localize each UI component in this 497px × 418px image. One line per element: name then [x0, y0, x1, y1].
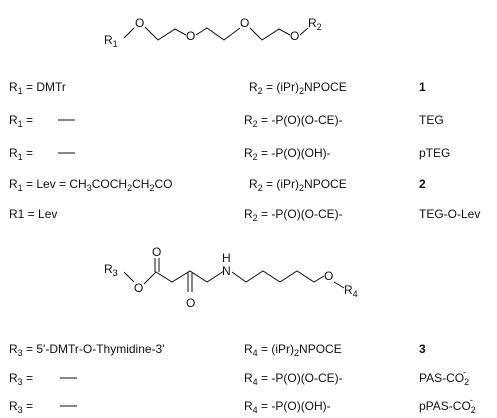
ether-oxygen: O — [324, 269, 333, 283]
bond — [123, 271, 135, 283]
pas-r3-label: R3 — [104, 262, 118, 278]
bond-chain — [249, 27, 291, 41]
bond-chain — [144, 26, 187, 41]
compound-label: TEG-O-Lev — [419, 207, 480, 221]
r2-definition: R2 = -P(O)(O-CE)- — [244, 207, 343, 223]
table-row: R3 = R4 = -P(O)(OH)- pPAS-CO2- — [9, 395, 476, 415]
compound-label: pPAS-CO2- — [419, 395, 476, 415]
oxygen-atom-1: O — [135, 16, 144, 30]
bond — [299, 27, 309, 36]
compound-label: 2 — [419, 177, 426, 191]
r1-definition: R1 = Lev — [9, 207, 57, 221]
teg-structure: R1 O O O O R2 — [104, 16, 322, 49]
bond-chain — [231, 270, 325, 283]
r4-definition: R4 = (iPr)2NPOCE — [244, 342, 342, 358]
table-row: R3 = 5'-DMTr-O-Thymidine-3' R4 = (iPr)2N… — [9, 342, 426, 358]
r3-definition: R3 = 5'-DMTr-O-Thymidine-3' — [9, 342, 165, 358]
r2-definition: R2 = -P(O)(O-CE)- — [244, 113, 343, 129]
r1-definition: R1 = Lev = CH3COCH2CH2CO — [9, 177, 172, 193]
bond-chain — [195, 27, 241, 41]
r2-definition: R2 = (iPr)2NPOCE — [249, 80, 347, 96]
compound-label: 1 — [419, 80, 426, 94]
amide-hydrogen: H — [222, 251, 231, 265]
bond — [333, 281, 345, 289]
r2-definition: R2 = -P(O)(OH)- — [244, 146, 331, 162]
r1-definition: R1 = DMTr — [9, 80, 66, 96]
table-row: R1 = Lev = CH3COCH2CH2CO R2 = (iPr)2NPOC… — [9, 177, 426, 193]
carbonyl-oxygen-1: O — [152, 245, 161, 259]
table-row: R1 = R2 = -P(O)(OH)- pTEG — [9, 146, 450, 162]
carbonyl-oxygen-2: O — [186, 296, 195, 310]
teg-r2-label: R2 — [308, 16, 322, 32]
pas-r4-label: R4 — [344, 283, 358, 299]
oxygen-atom-3: O — [240, 16, 249, 30]
oxygen-atom-2: O — [186, 29, 195, 43]
compound-label: TEG — [419, 113, 444, 127]
r4-definition: R4 = -P(O)(O-CE)- — [244, 371, 343, 387]
compound-label: 3 — [419, 342, 426, 356]
table-row: R1 = Lev R2 = -P(O)(O-CE)- TEG-O-Lev — [9, 207, 480, 223]
table-row: R1 = R2 = -P(O)(O-CE)- TEG — [9, 113, 444, 129]
pas-substituent-table: R3 = 5'-DMTr-O-Thymidine-3' R4 = (iPr)2N… — [9, 342, 476, 415]
r1-definition: R1 = — [9, 113, 33, 129]
r2-definition: R2 = (iPr)2NPOCE — [249, 177, 347, 193]
pas-structure: R3 O O O H N O R4 — [104, 245, 358, 310]
table-row: R1 = DMTr R2 = (iPr)2NPOCE 1 — [9, 80, 426, 96]
r4-definition: R4 = -P(O)(OH)- — [244, 399, 331, 415]
teg-r1-label: R1 — [104, 33, 118, 49]
compound-label: pTEG — [419, 146, 450, 160]
r3-definition: R3 = — [9, 399, 33, 415]
ester-oxygen: O — [134, 281, 143, 295]
bond-chain — [143, 270, 225, 285]
r3-definition: R3 = — [9, 371, 33, 387]
compound-label: PAS-CO2- — [419, 367, 469, 387]
oxygen-atom-4: O — [290, 29, 299, 43]
r1-definition: R1 = — [9, 146, 33, 162]
amide-nitrogen: N — [222, 264, 231, 278]
bond — [123, 27, 135, 39]
teg-substituent-table: R1 = DMTr R2 = (iPr)2NPOCE 1 R1 = R2 = -… — [9, 80, 480, 223]
table-row: R3 = R4 = -P(O)(O-CE)- PAS-CO2- — [9, 367, 469, 387]
